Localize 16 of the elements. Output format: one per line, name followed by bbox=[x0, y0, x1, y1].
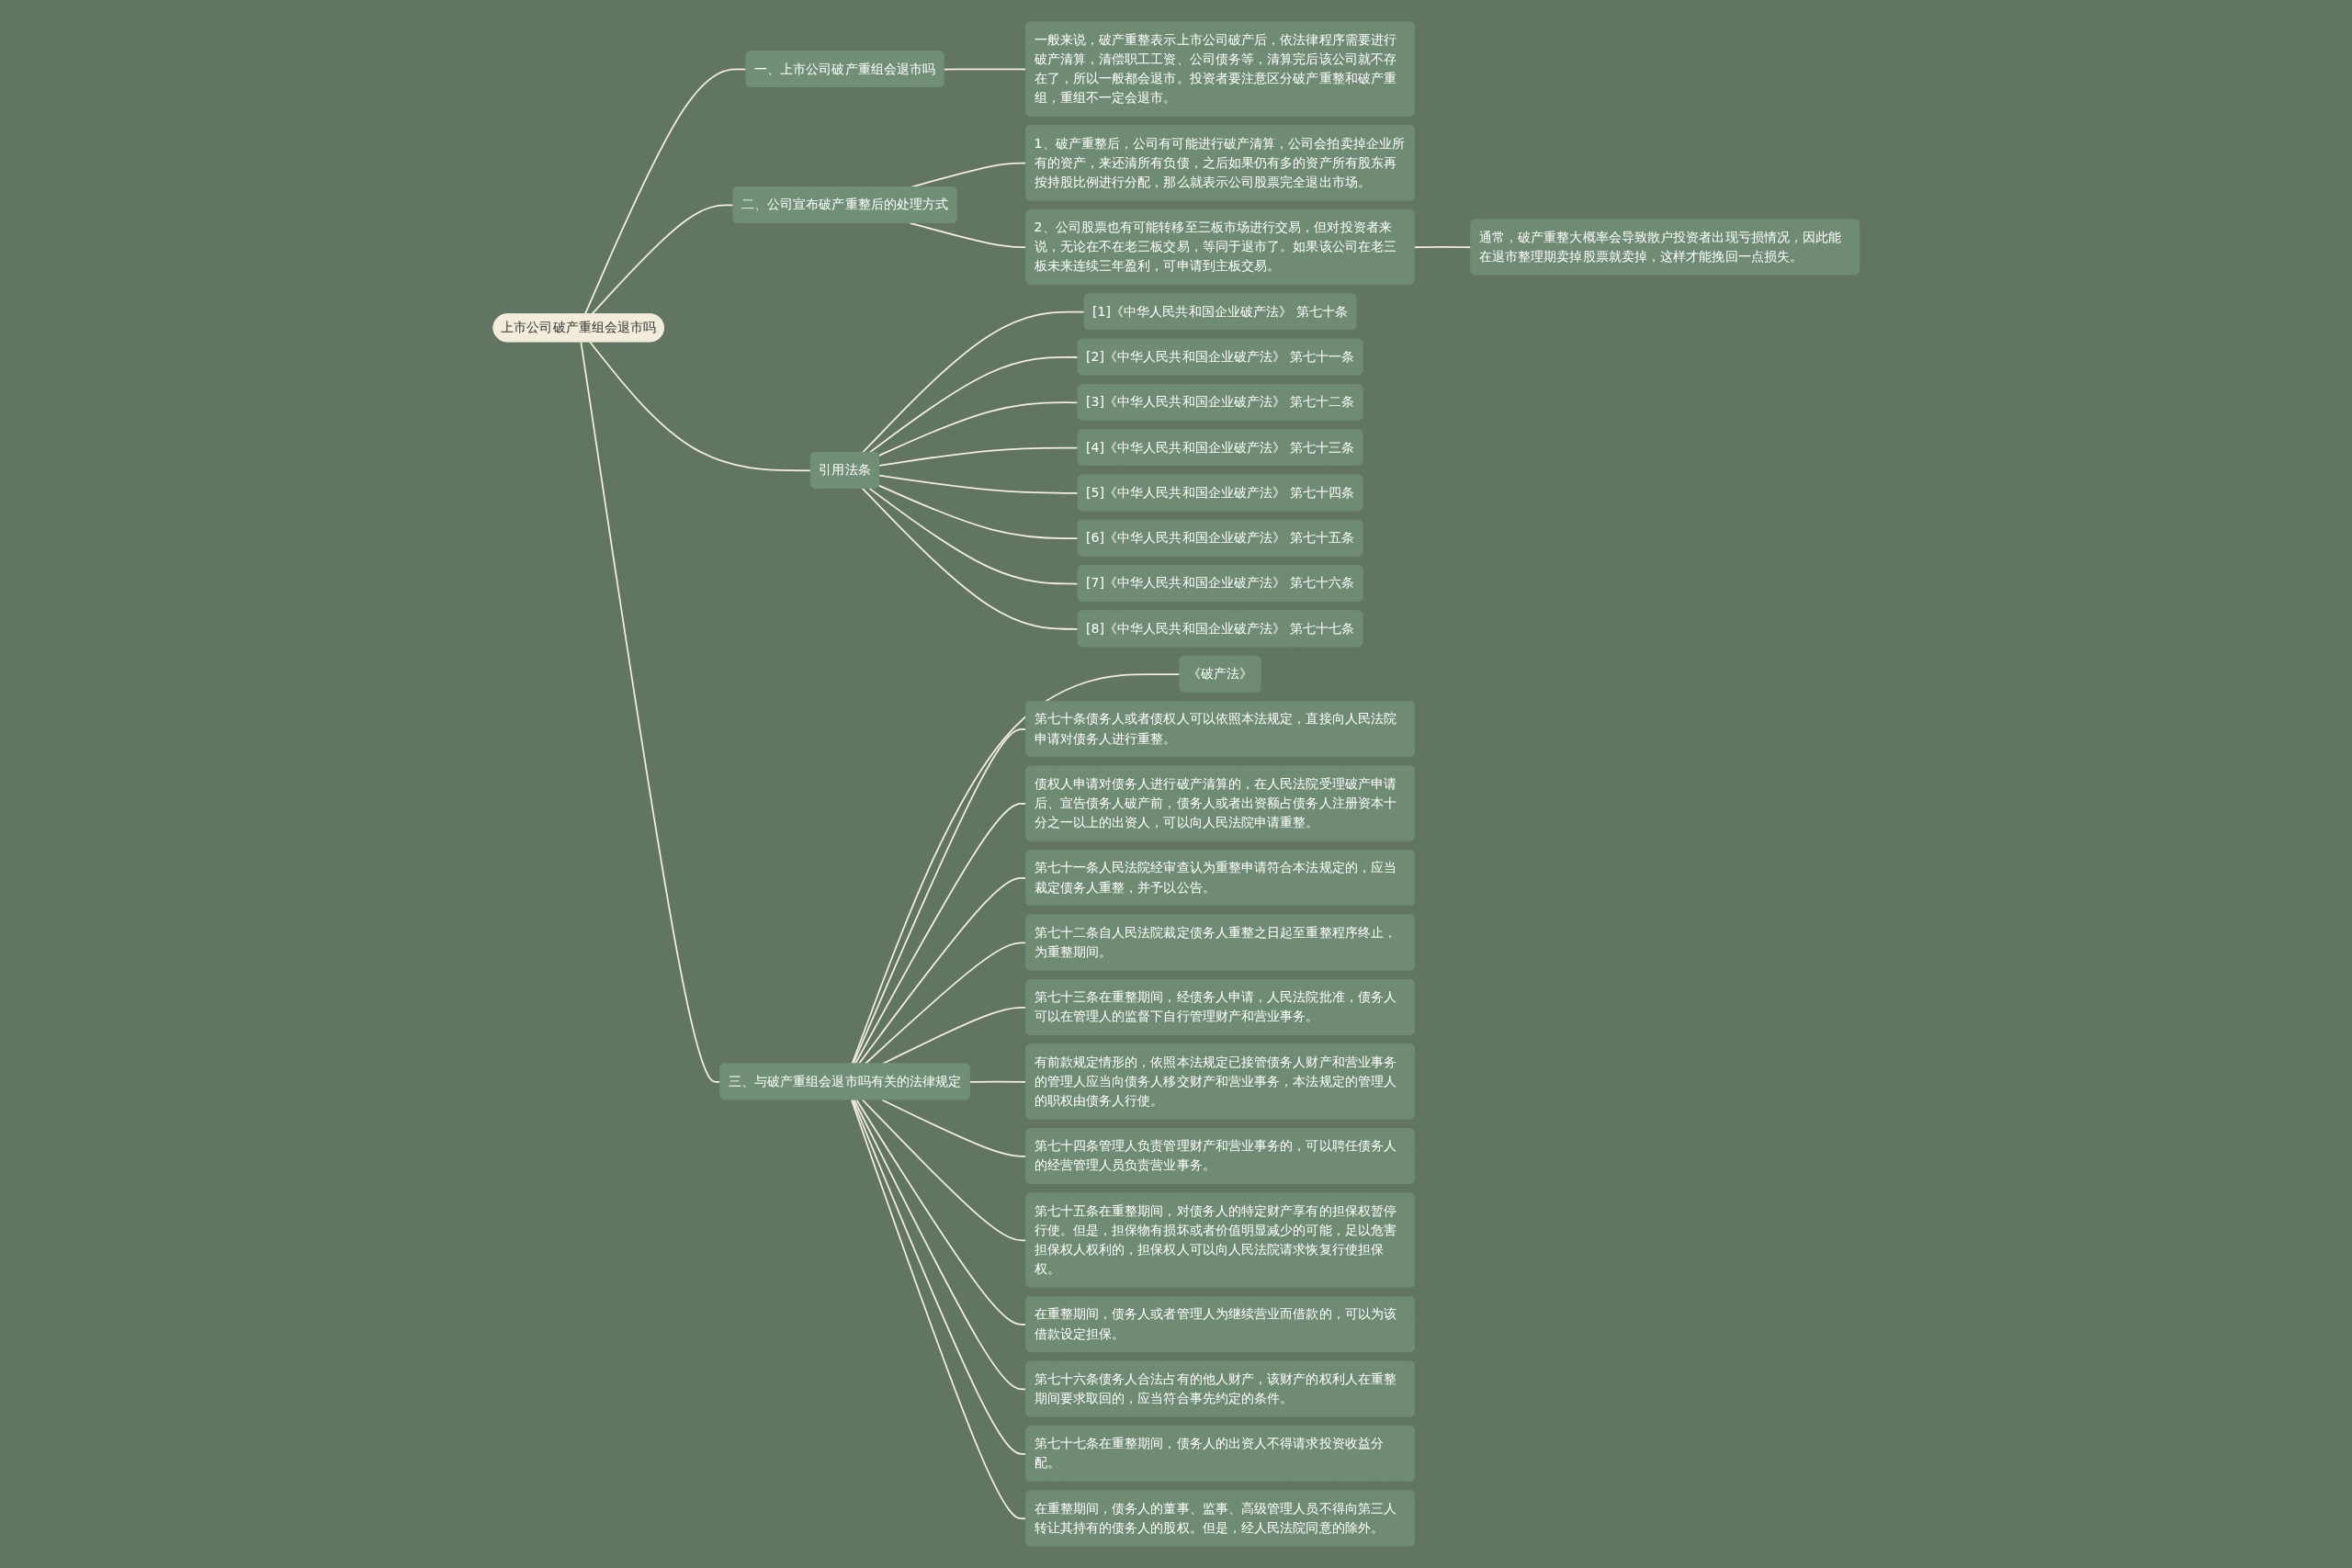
connector bbox=[854, 803, 1027, 1066]
connector bbox=[880, 1099, 1027, 1157]
connector bbox=[1413, 246, 1472, 249]
connector bbox=[943, 68, 1027, 71]
connector bbox=[850, 1099, 1027, 1520]
connector bbox=[861, 1099, 1027, 1242]
connector bbox=[580, 341, 721, 1083]
connector bbox=[968, 1080, 1027, 1083]
connector bbox=[851, 1099, 1027, 1455]
connector bbox=[588, 341, 812, 472]
connector bbox=[857, 877, 1027, 1066]
connector bbox=[909, 222, 1027, 249]
connector bbox=[864, 942, 1027, 1066]
connector bbox=[855, 1099, 1027, 1325]
connector bbox=[853, 1099, 1027, 1391]
connector bbox=[852, 728, 1027, 1066]
